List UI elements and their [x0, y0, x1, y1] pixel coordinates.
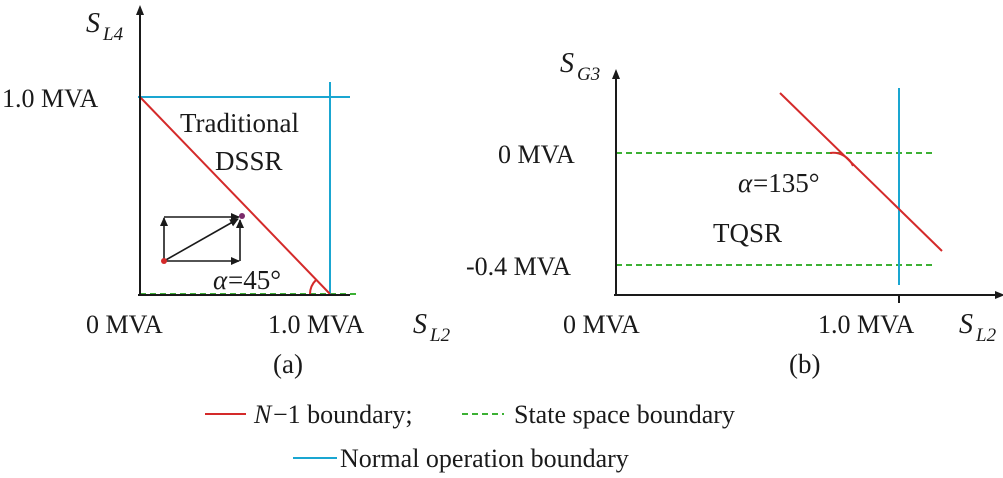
x-tick-origin: 0 MVA: [563, 310, 640, 339]
angle-value: =135°: [753, 168, 820, 198]
x-axis-label-sub: L2: [975, 325, 997, 346]
angle-value: =45°: [228, 265, 281, 295]
region-label-line2: DSSR: [215, 146, 283, 176]
panel-b: S G3 0 MVA -0.4 MVA α =135° TQSR 0 MVA 1…: [466, 48, 1003, 379]
y-tick-bottom: -0.4 MVA: [466, 252, 571, 281]
region-label-line1: Traditional: [180, 108, 299, 138]
end-point: [239, 213, 245, 219]
n1-boundary-line: [139, 96, 331, 295]
panel-caption: (b): [789, 349, 820, 379]
y-axis-label-sub: G3: [577, 64, 600, 85]
vector-diagonal: [163, 218, 239, 262]
x-tick-label: 1.0 MVA: [268, 310, 365, 339]
legend-normal-label: Normal operation boundary: [340, 444, 629, 473]
x-axis-label-main: S: [959, 309, 973, 340]
panel-a: S L4 1.0 MVA Traditional DSSR α =45° 0 M…: [2, 5, 451, 379]
legend: N −1 boundary; State space boundary Norm…: [205, 400, 735, 473]
x-tick-origin: 0 MVA: [86, 310, 163, 339]
legend-n1-symbol: N: [253, 400, 273, 429]
n1-boundary-line: [779, 92, 943, 252]
x-axis-label-sub: L2: [429, 325, 451, 346]
angle-arc-45: [309, 279, 317, 295]
angle-symbol: α: [213, 265, 228, 295]
start-point: [161, 258, 167, 264]
panel-caption: (a): [273, 349, 303, 379]
y-tick-top: 0 MVA: [498, 140, 575, 169]
region-label: TQSR: [713, 218, 782, 248]
x-tick-label: 1.0 MVA: [818, 310, 915, 339]
y-axis-label-main: S: [560, 48, 574, 79]
y-axis-label-main: S: [86, 8, 100, 39]
vector-diagram: [160, 213, 245, 265]
y-axis-label-sub: L4: [102, 24, 124, 45]
legend-n1-label: −1 boundary;: [273, 400, 413, 429]
legend-state-space-label: State space boundary: [514, 400, 735, 429]
angle-arc-135: [829, 151, 854, 167]
x-axis-label-main: S: [413, 309, 427, 340]
y-tick-label: 1.0 MVA: [2, 84, 99, 113]
angle-symbol: α: [738, 168, 753, 198]
